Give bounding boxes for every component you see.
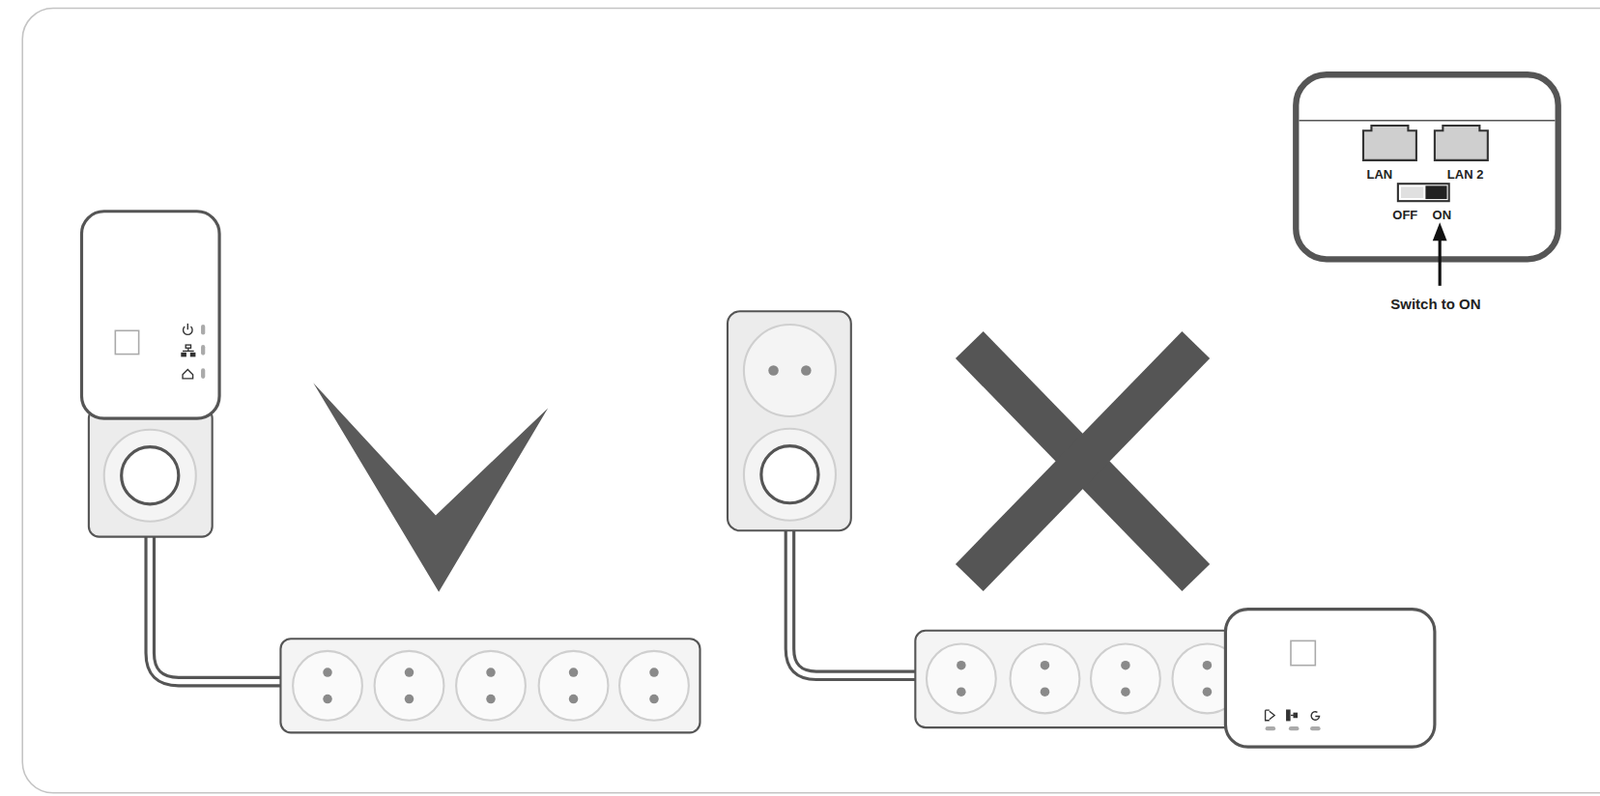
outlet-hole: [1120, 686, 1131, 697]
port-label: OFF: [1392, 207, 1418, 221]
outlet: [1090, 644, 1161, 715]
outlet: [1010, 644, 1081, 715]
outlet: [619, 651, 689, 721]
outlet: [926, 644, 997, 715]
port-label: LAN: [1367, 167, 1394, 180]
outlet: [374, 651, 445, 721]
outlet-hole: [956, 686, 967, 697]
outlet-hole: [1040, 660, 1051, 671]
outlet: [539, 651, 609, 721]
outlet: [456, 651, 526, 721]
instruction-label: Switch to ON: [1390, 295, 1481, 311]
outlet-hole: [1202, 686, 1213, 697]
outlet-hole: [1120, 660, 1131, 671]
outlet-hole: [569, 694, 579, 705]
outlet-hole: [1040, 686, 1051, 697]
outlet-hole: [649, 694, 659, 705]
outlet-hole: [322, 667, 333, 678]
outlet-hole: [569, 667, 579, 678]
outlet-hole: [1202, 660, 1213, 671]
outlet-hole: [649, 667, 659, 678]
outlet-hole: [485, 694, 496, 705]
outlet-hole: [404, 694, 415, 705]
outlet-hole: [485, 667, 496, 678]
outlet-hole: [322, 694, 333, 705]
outlet: [292, 651, 363, 721]
outlet-hole: [956, 660, 967, 671]
port-label: LAN 2: [1447, 167, 1485, 180]
outlet-hole: [404, 667, 415, 678]
port-label: ON: [1432, 207, 1453, 221]
